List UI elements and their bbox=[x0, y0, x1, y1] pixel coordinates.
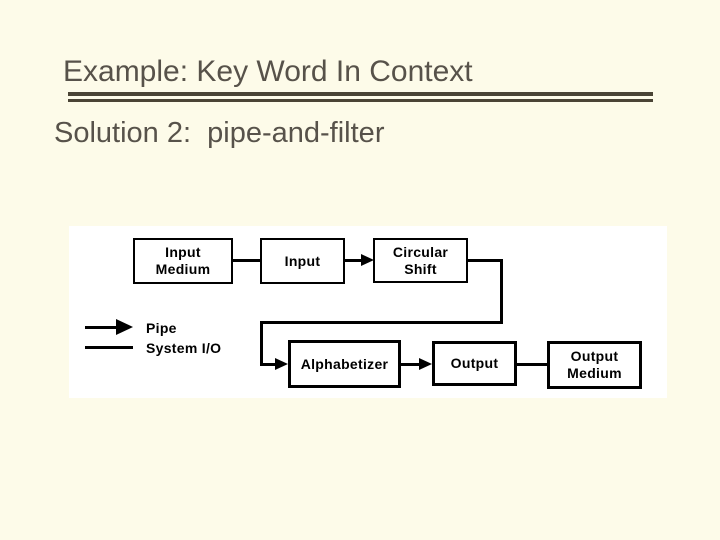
legend-system-io-line bbox=[85, 346, 133, 349]
legend-pipe-label: Pipe bbox=[146, 320, 177, 336]
pipe-segment-down-left bbox=[260, 321, 263, 366]
pipe-segment-down-right bbox=[500, 259, 503, 324]
system-io-line-output-to-output-medium bbox=[517, 363, 547, 366]
pipe-segment-into-alphabetizer bbox=[260, 363, 276, 366]
box-circular-shift-label: Circular Shift bbox=[392, 243, 449, 277]
underline-bottom-bar bbox=[68, 99, 653, 102]
pipe-arrowhead-icon bbox=[275, 358, 288, 370]
pipe-segment-across bbox=[260, 321, 503, 324]
box-input-label: Input bbox=[284, 252, 321, 269]
box-output-medium: Output Medium bbox=[547, 341, 642, 389]
pipe-line-input-to-circular-shift bbox=[345, 259, 362, 262]
box-output-medium-label: Output Medium bbox=[567, 348, 622, 381]
slide-title: Example: Key Word In Context bbox=[63, 55, 473, 88]
box-circular-shift: Circular Shift bbox=[373, 238, 468, 283]
diagram-panel: Input Medium Input Circular Shift Alphab… bbox=[69, 226, 667, 398]
box-output-label: Output bbox=[450, 355, 499, 371]
legend-system-io-label: System I/O bbox=[146, 340, 222, 356]
box-input-medium: Input Medium bbox=[133, 238, 233, 284]
box-input: Input bbox=[260, 238, 345, 284]
title-double-underline bbox=[68, 92, 653, 102]
pipe-line-alphabetizer-to-output bbox=[401, 363, 420, 366]
box-input-medium-label: Input Medium bbox=[155, 244, 211, 277]
pipe-arrowhead-icon bbox=[361, 254, 374, 266]
legend-pipe-arrowhead-icon bbox=[116, 319, 133, 335]
slide-subtitle: Solution 2: pipe-and-filter bbox=[54, 117, 385, 149]
legend-pipe-arrow-line bbox=[85, 326, 118, 329]
pipe-arrowhead-icon bbox=[419, 358, 432, 370]
pipe-segment-circular-shift-right bbox=[468, 259, 503, 262]
box-alphabetizer: Alphabetizer bbox=[288, 340, 401, 388]
system-io-line-input-medium-to-input bbox=[233, 259, 260, 262]
underline-top-bar bbox=[68, 92, 653, 96]
box-alphabetizer-label: Alphabetizer bbox=[300, 355, 389, 372]
box-output: Output bbox=[432, 341, 517, 386]
